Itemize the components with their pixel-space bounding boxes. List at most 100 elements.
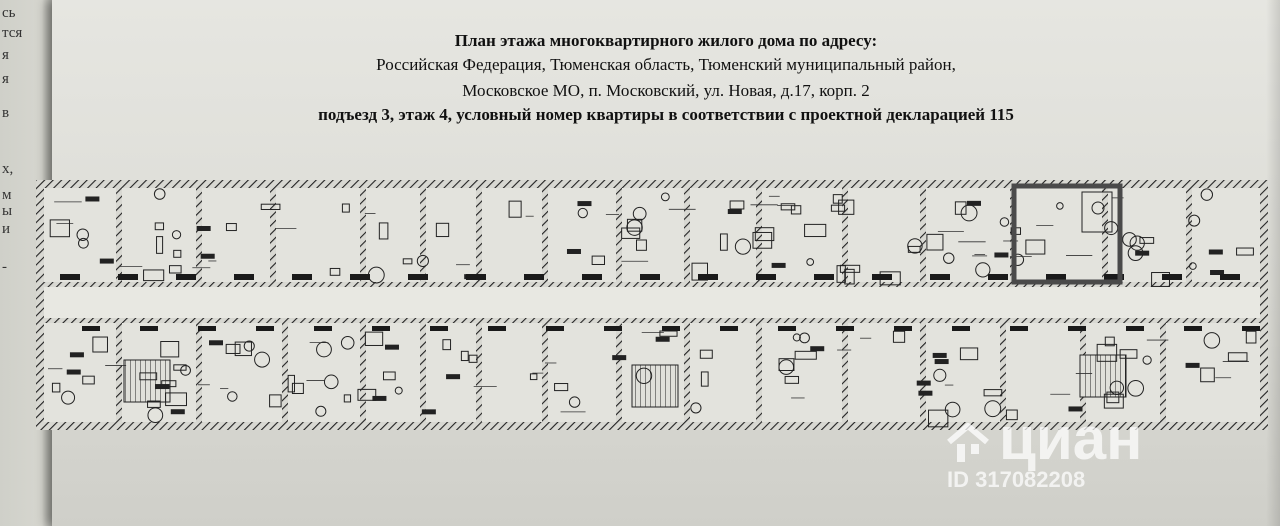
partition-wall (360, 188, 366, 282)
radiator (771, 262, 786, 268)
radiator (566, 248, 581, 254)
partition-wall (842, 323, 848, 422)
corridor (44, 287, 1260, 318)
plan-title: План этажа многоквартирного жилого дома … (454, 31, 878, 50)
fixture (76, 228, 89, 241)
fixture (1104, 336, 1115, 347)
fixture (554, 383, 569, 392)
fixture (61, 390, 76, 405)
fixture (983, 389, 1003, 397)
fixture (933, 368, 947, 382)
fixture (635, 239, 647, 251)
fixture (1200, 188, 1214, 201)
door-mark (988, 274, 1008, 280)
radiator (810, 346, 825, 352)
address-line-2: Московское МО, п. Московский, ул. Новая,… (462, 81, 870, 100)
fixture (243, 340, 255, 352)
radiator (421, 409, 436, 415)
fixture (1056, 202, 1064, 210)
door-mark (256, 326, 274, 331)
fixture (529, 373, 538, 381)
fixture (892, 330, 906, 343)
door-mark (1068, 326, 1086, 331)
fixture (382, 371, 396, 381)
fixture (78, 237, 89, 249)
fixture (568, 396, 581, 408)
partition-wall (756, 323, 762, 422)
fixture (794, 350, 817, 360)
floor-plan-drawing (36, 180, 1268, 430)
partition-wall (476, 188, 482, 282)
fixture (168, 265, 182, 274)
cian-watermark: циан ID 317082208 (945, 408, 1225, 500)
fixture (316, 341, 332, 358)
fixture (225, 223, 237, 232)
fixture (754, 227, 775, 242)
fixture (154, 222, 165, 231)
fixture (790, 205, 802, 215)
radiator (1068, 406, 1083, 412)
partition-wall (542, 323, 548, 422)
door-mark (430, 326, 448, 331)
fixture (844, 268, 855, 285)
partition-wall (920, 323, 926, 422)
fixture (830, 204, 846, 212)
door-mark (198, 326, 216, 331)
partition-wall (684, 188, 690, 282)
fixture (225, 343, 241, 354)
fixture (836, 265, 846, 283)
fixture (780, 203, 796, 211)
radiator (916, 380, 931, 386)
fixture (954, 201, 967, 215)
apartment-details: подъезд 3, этаж 4, условный номер кварти… (318, 105, 1014, 124)
fixture (729, 200, 745, 210)
fixture (792, 333, 801, 342)
door-mark (350, 274, 370, 280)
fixture (943, 252, 955, 264)
outer-wall-left (36, 180, 44, 430)
partition-wall (1160, 323, 1166, 422)
fixture (329, 267, 341, 276)
fixture (416, 254, 429, 268)
fixture (839, 264, 861, 273)
fixture (984, 400, 1002, 418)
radiator (577, 201, 592, 207)
fixture (1200, 367, 1215, 383)
fixture (959, 347, 979, 361)
fixture (340, 336, 355, 350)
door-mark (1184, 326, 1202, 331)
partition-wall (420, 188, 426, 282)
fixture (269, 394, 282, 408)
fixture (1127, 379, 1145, 397)
door-mark (604, 326, 622, 331)
fixture (1122, 232, 1137, 247)
fixture (173, 249, 182, 258)
fixture (1227, 352, 1248, 362)
left-page-text: ы (2, 203, 13, 219)
fixture (357, 388, 377, 401)
door-mark (234, 274, 254, 280)
door-mark (176, 274, 196, 280)
fixture (999, 217, 1010, 227)
fixture (1005, 409, 1018, 421)
fixture (660, 192, 670, 202)
fixture (435, 222, 450, 238)
fixture (147, 400, 161, 408)
radiator (966, 200, 981, 206)
partition-wall (684, 323, 690, 422)
door-mark (756, 274, 776, 280)
partition-wall (842, 188, 848, 282)
fixture (734, 238, 752, 255)
door-mark (1046, 274, 1066, 280)
radiator (655, 336, 670, 342)
corridor-wall-lower (44, 318, 1260, 323)
fixture (364, 331, 384, 346)
fixture (160, 341, 180, 358)
door-mark (894, 326, 912, 331)
door-mark (930, 274, 950, 280)
door-mark (118, 274, 138, 280)
fixture (960, 204, 978, 222)
fixture (173, 364, 187, 371)
fixture (1081, 191, 1113, 233)
corridor-wall-upper (44, 282, 1260, 287)
